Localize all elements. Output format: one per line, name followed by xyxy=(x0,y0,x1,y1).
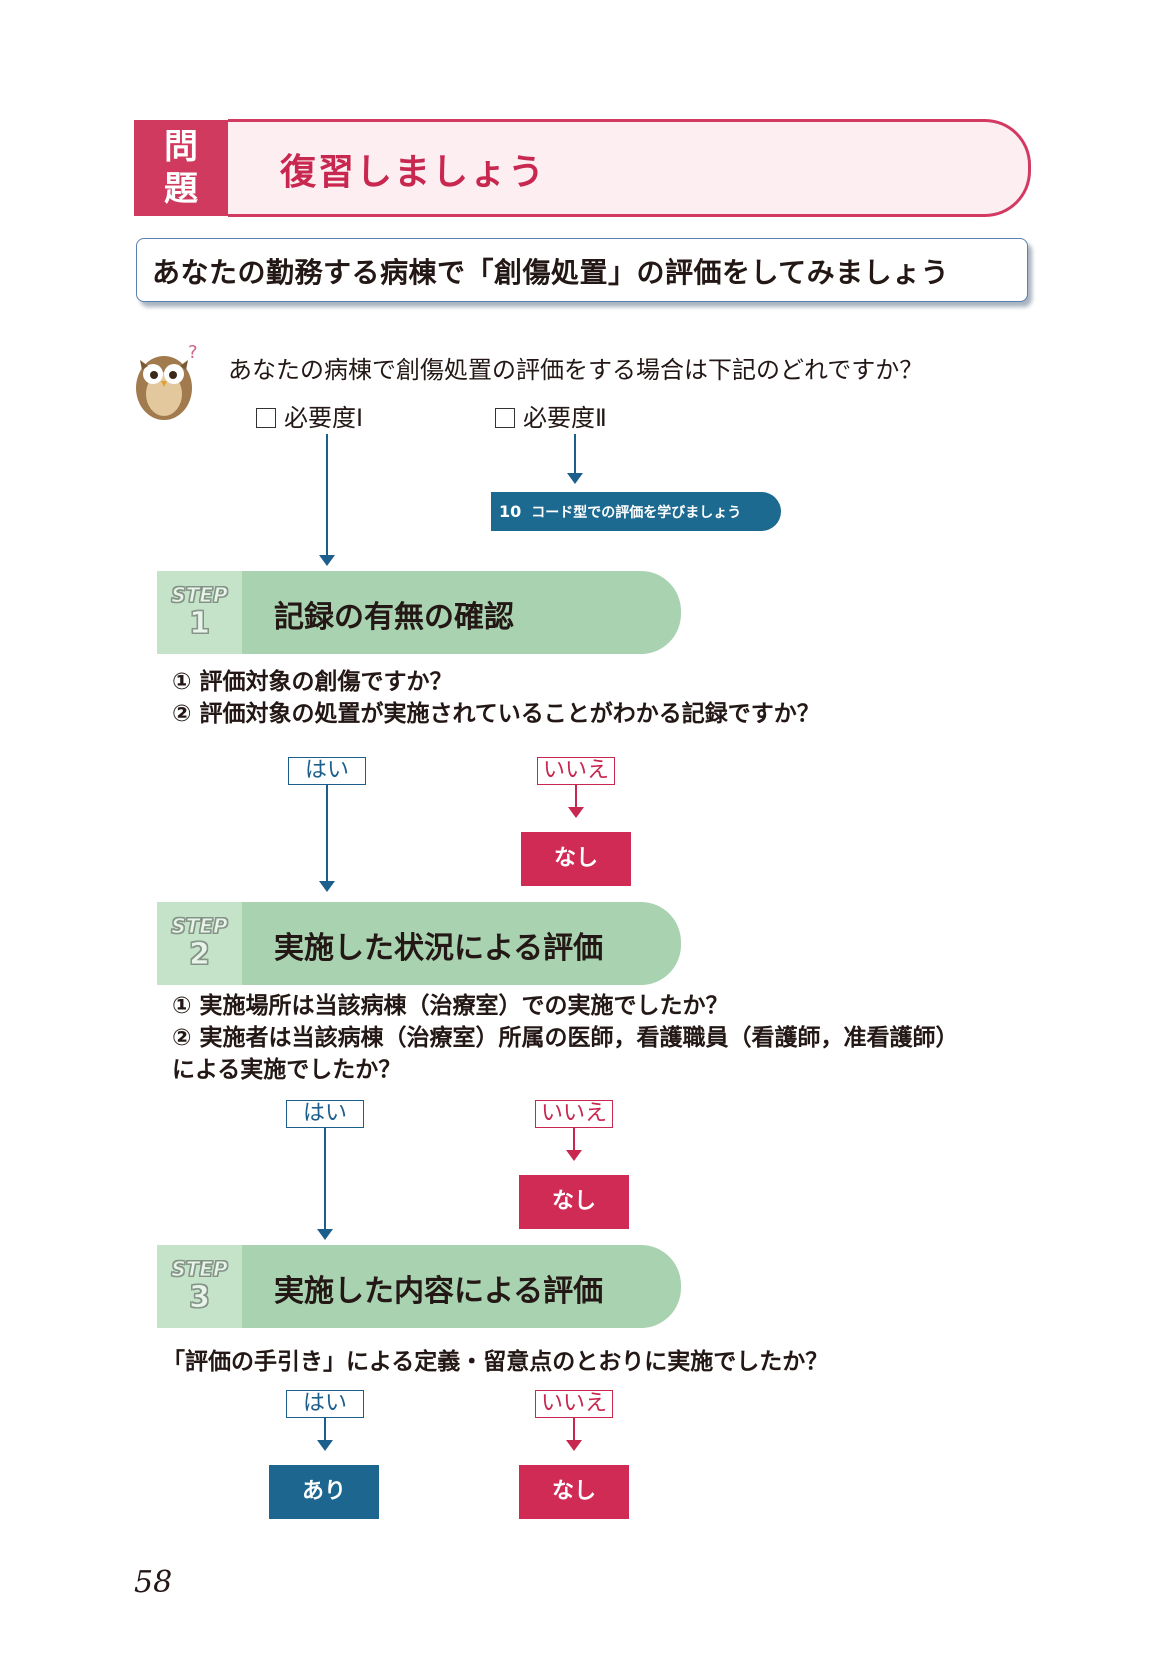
step-3-criterion-1: 「評価の手引き」による定義・留意点のとおりに実施でしたか？ xyxy=(162,1349,829,1375)
step-1-criterion-1: ① 評価対象の創傷ですか？ xyxy=(172,669,453,695)
step-2-bar xyxy=(157,902,681,985)
arrow-down-icon xyxy=(319,555,335,566)
connector-line xyxy=(573,1417,575,1441)
connector-line xyxy=(573,1127,575,1151)
step-number: 2 xyxy=(189,936,211,972)
page-title: 復習しましょう xyxy=(280,152,547,193)
step-2-tag: STEP 2 xyxy=(157,902,242,985)
arrow-down-icon xyxy=(317,1440,333,1451)
connector-line xyxy=(326,434,328,556)
subtitle-box xyxy=(136,238,1028,302)
owl-icon: ? xyxy=(136,342,198,420)
step-2-yes-label: はい xyxy=(286,1100,364,1128)
step-label: STEP xyxy=(171,1256,228,1281)
step-2-no-label: いいえ xyxy=(535,1100,613,1128)
step-2-criterion-1: ① 実施場所は当該病棟（治療室）での実施でしたか？ xyxy=(172,993,729,1019)
page-number: 58 xyxy=(134,1565,173,1600)
title-banner xyxy=(228,119,1031,217)
step-1-tag: STEP 1 xyxy=(157,571,242,654)
connector-line xyxy=(575,784,577,808)
connector-line xyxy=(574,434,576,474)
arrow-down-icon xyxy=(568,807,584,818)
connector-line xyxy=(326,784,328,882)
option-label: 必要度Ⅱ xyxy=(523,404,607,432)
arrow-down-icon xyxy=(567,473,583,484)
code-link-text: コード型での評価を学びましょう xyxy=(531,504,742,521)
problem-tag-line2: 題 xyxy=(164,169,198,209)
option-hitsuyodo-1[interactable]: 必要度Ⅰ xyxy=(256,398,363,433)
step-3-result-present: あり xyxy=(269,1465,379,1519)
step-label: STEP xyxy=(171,582,228,607)
code-link-number: 10 xyxy=(499,502,522,521)
step-number: 3 xyxy=(189,1279,211,1315)
connector-line xyxy=(324,1417,326,1441)
arrow-down-icon xyxy=(566,1150,582,1161)
step-number: 1 xyxy=(189,605,211,641)
problem-tag-line1: 問 xyxy=(164,127,198,167)
step-3-result-none: なし xyxy=(519,1465,629,1519)
question-text: あなたの病棟で創傷処置の評価をする場合は下記のどれですか？ xyxy=(228,356,924,384)
step-3-tag: STEP 3 xyxy=(157,1245,242,1328)
step-1-title: 記録の有無の確認 xyxy=(274,600,514,635)
step-2-criterion-2-cont: による実施でしたか？ xyxy=(172,1057,402,1083)
checkbox-icon[interactable] xyxy=(495,408,515,428)
option-label: 必要度Ⅰ xyxy=(284,404,364,432)
step-2-result-none: なし xyxy=(519,1175,629,1229)
step-3-yes-label: はい xyxy=(286,1390,364,1418)
step-1-result-none: なし xyxy=(521,832,631,886)
arrow-down-icon xyxy=(566,1440,582,1451)
step-label: STEP xyxy=(171,913,228,938)
step-2-title: 実施した状況による評価 xyxy=(274,931,604,966)
checkbox-icon[interactable] xyxy=(256,408,276,428)
arrow-down-icon xyxy=(317,1229,333,1240)
connector-line xyxy=(324,1127,326,1230)
arrow-down-icon xyxy=(319,881,335,892)
step-1-no-label: いいえ xyxy=(537,757,615,785)
step-1-criterion-2: ② 評価対象の処置が実施されていることがわかる記録ですか？ xyxy=(172,701,820,727)
step-3-bar xyxy=(157,1245,681,1328)
step-3-no-label: いいえ xyxy=(535,1390,613,1418)
step-1-yes-label: はい xyxy=(288,757,366,785)
step-1-bar xyxy=(157,571,681,654)
problem-tag: 問 題 xyxy=(134,120,228,216)
svg-text:?: ? xyxy=(188,342,198,363)
step-3-title: 実施した内容による評価 xyxy=(274,1274,604,1309)
subtitle: あなたの勤務する病棟で「創傷処置」の評価をしてみましょう xyxy=(152,256,950,289)
step-2-criterion-2: ② 実施者は当該病棟（治療室）所属の医師，看護職員（看護師，准看護師） xyxy=(172,1025,959,1051)
code-type-link[interactable]: 10 コード型での評価を学びましょう xyxy=(491,492,781,531)
option-hitsuyodo-2[interactable]: 必要度Ⅱ xyxy=(495,398,607,433)
